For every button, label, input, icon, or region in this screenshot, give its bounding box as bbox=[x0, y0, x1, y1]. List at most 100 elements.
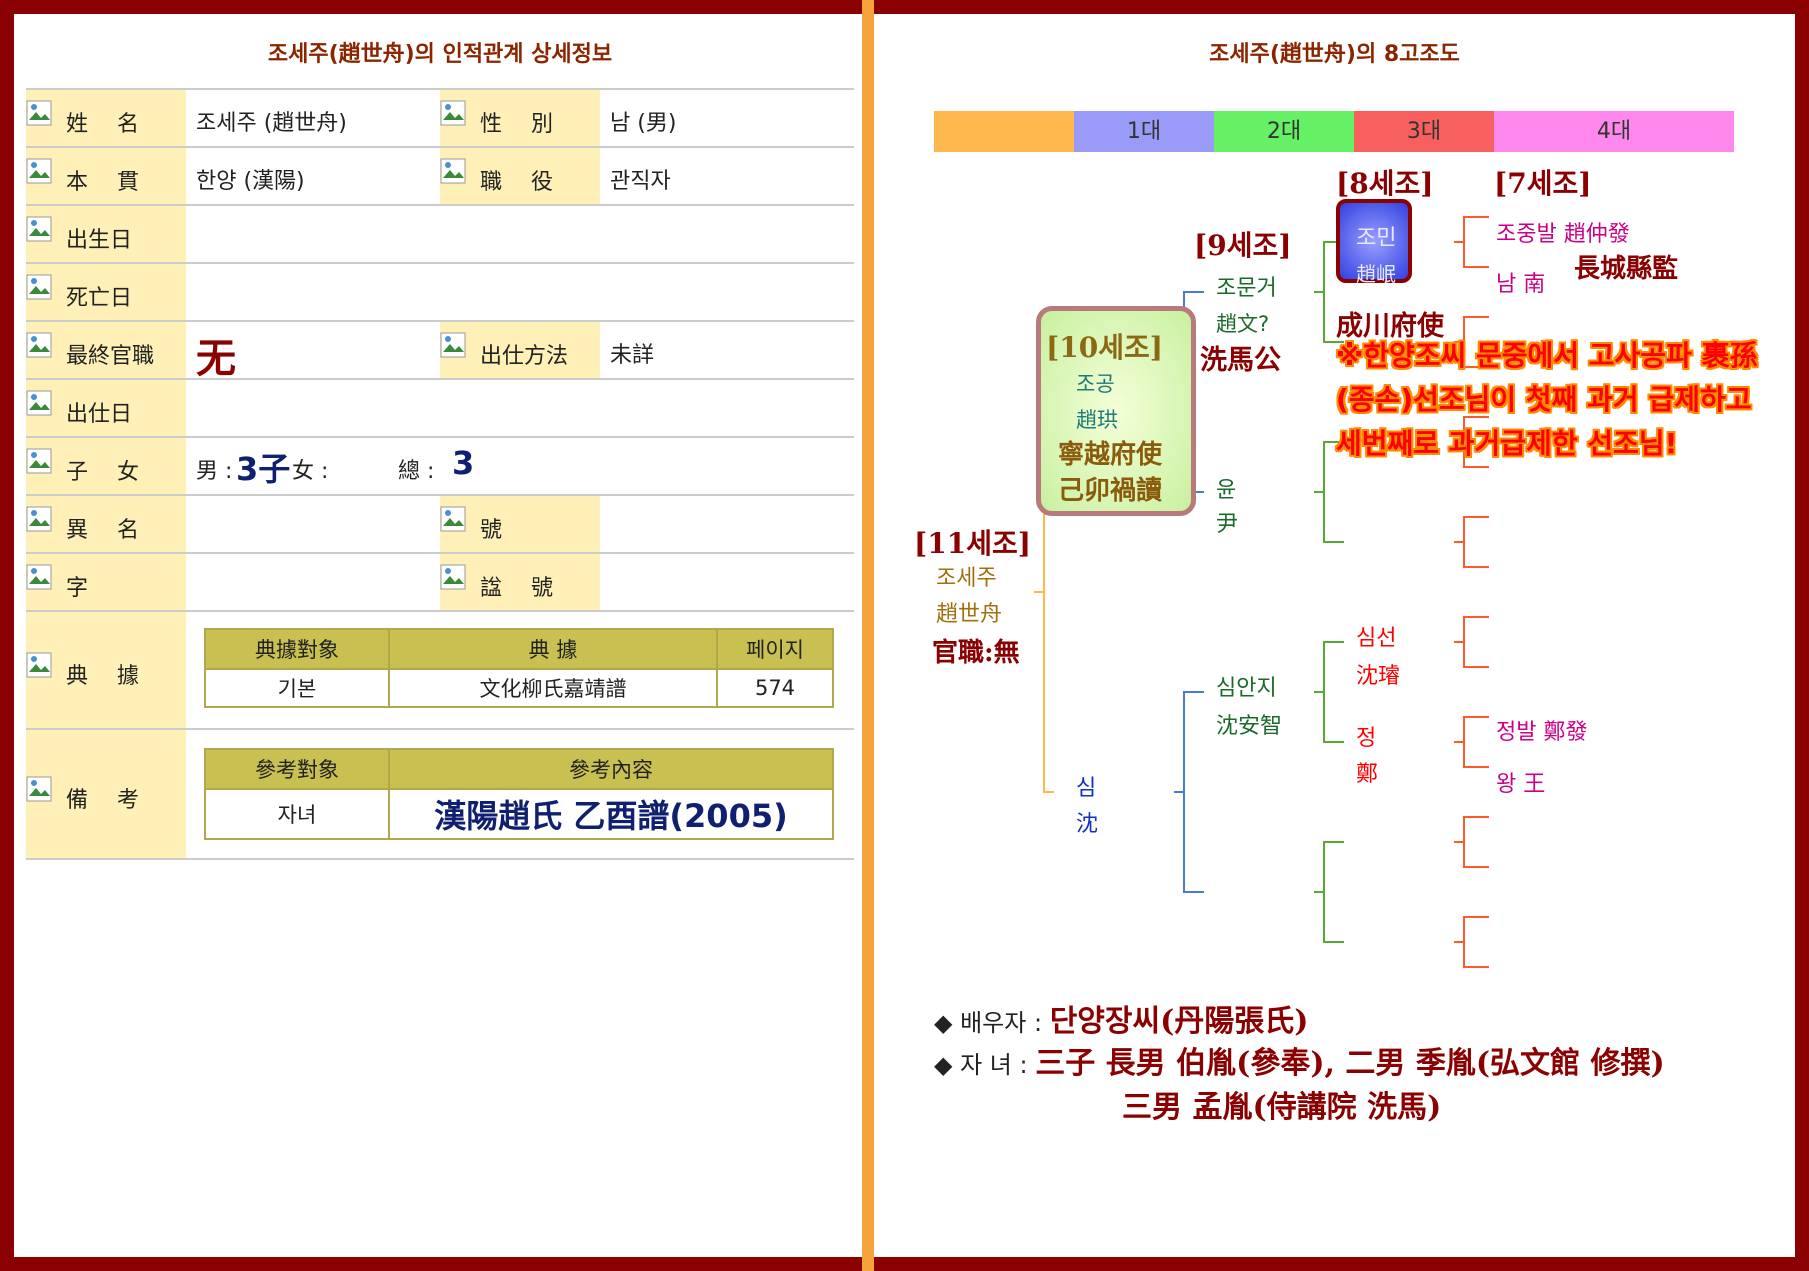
ggg-mother-name: 남 南 bbox=[1496, 272, 1546, 297]
father-name-korean: 조공 bbox=[1076, 372, 1115, 396]
table-row: 자녀 漢陽趙氏 乙酉譜(2005) bbox=[204, 788, 834, 840]
grandfather-hanja: 趙文? bbox=[1216, 312, 1270, 336]
pedigree-panel: 조세주(趙世舟)의 8고조도 1대 2대 3대 4대 [11세조] [10세조]… bbox=[874, 14, 1795, 1257]
ref-cell-content: 漢陽趙氏 乙酉譜(2005) bbox=[388, 788, 834, 840]
children-line-2: 三男 孟胤(侍講院 洗馬) bbox=[1122, 1090, 1442, 1125]
detail-title: 조세주(趙世舟)의 인적관계 상세정보 bbox=[267, 42, 613, 67]
broken-image-icon bbox=[26, 506, 56, 536]
broken-image-icon bbox=[26, 274, 56, 304]
source-table: 典據對象 典 據 페이지 기본 文化柳氏嘉靖譜 574 bbox=[204, 628, 834, 708]
self-name-hanja: 趙世舟 bbox=[936, 602, 1003, 627]
label-death: 死亡日 bbox=[66, 286, 133, 311]
father-note: 己卯禍讀 bbox=[1058, 476, 1163, 506]
m-ggg-father-name: 정발 鄭發 bbox=[1496, 720, 1588, 745]
row-final-office: 最終官職 无 出仕方法 未詳 bbox=[26, 320, 854, 382]
row-office-date: 出仕日 bbox=[26, 378, 854, 436]
broken-image-icon bbox=[26, 564, 56, 594]
total-value: 3 bbox=[452, 444, 475, 482]
pedigree-title: 조세주(趙世舟)의 8고조도 bbox=[1209, 42, 1460, 67]
diamond-icon: ◆ bbox=[934, 1051, 961, 1079]
ggg-father-name: 조중발 趙仲發 bbox=[1496, 222, 1630, 247]
gen-bar-2: 2대 bbox=[1214, 111, 1354, 152]
label-name: 姓 名 bbox=[66, 112, 139, 137]
value-role: 관직자 bbox=[610, 169, 671, 194]
self-office: 官職:無 bbox=[932, 638, 1020, 668]
label-ho: 號 bbox=[480, 518, 503, 543]
broken-image-icon bbox=[26, 158, 56, 188]
gen-label-8: [8세조] bbox=[1336, 167, 1434, 200]
callout-note: ※한양조씨 문중에서 고사공파 裹孫(종손)선조님이 첫째 과거 급제하고 세번… bbox=[1336, 339, 1758, 460]
gen-label-10: [10세조] bbox=[1046, 331, 1163, 364]
ggg-father-office: 長城縣監 bbox=[1574, 254, 1679, 284]
grandmother-korean: 윤 bbox=[1216, 478, 1237, 503]
maternal-great-grandfather-korean: 심선 bbox=[1356, 626, 1397, 651]
value-origin: 한양 (漢陽) bbox=[196, 169, 305, 194]
row-alias: 異 名 號 bbox=[26, 494, 854, 552]
tree-lines bbox=[1034, 216, 1489, 968]
source-col-page: 페이지 bbox=[716, 628, 834, 670]
label-origin: 本 貫 bbox=[66, 170, 139, 195]
grandmother-hanja: 尹 bbox=[1216, 512, 1239, 537]
label-birth: 出生日 bbox=[66, 228, 133, 253]
label-method: 出仕方法 bbox=[480, 344, 569, 369]
label-office-date: 出仕日 bbox=[66, 402, 133, 427]
maternal-great-grandfather-hanja: 沈璿 bbox=[1356, 664, 1401, 689]
source-cell-page: 574 bbox=[716, 668, 834, 708]
gen-bar-self bbox=[934, 111, 1074, 152]
broken-image-icon bbox=[26, 332, 56, 362]
gen-label-11: [11세조] bbox=[914, 527, 1031, 560]
broken-image-icon bbox=[26, 776, 56, 806]
gen-label-9: [9세조] bbox=[1194, 229, 1292, 262]
maternal-grandfather-korean: 심안지 bbox=[1216, 676, 1277, 701]
broken-image-icon bbox=[26, 652, 56, 682]
gen-label-7: [7세조] bbox=[1494, 167, 1592, 200]
gen-bar-1: 1대 bbox=[1074, 111, 1214, 152]
label-posthumous: 諡 號 bbox=[480, 576, 553, 601]
broken-image-icon bbox=[26, 390, 56, 420]
broken-image-icon bbox=[26, 448, 56, 478]
father-box bbox=[1036, 306, 1196, 516]
broken-image-icon bbox=[440, 158, 470, 188]
label-final-office: 最終官職 bbox=[66, 344, 155, 369]
broken-image-icon bbox=[26, 216, 56, 246]
label-gender: 性 別 bbox=[480, 112, 553, 137]
broken-image-icon bbox=[26, 100, 56, 130]
label-courtesy: 字 bbox=[66, 576, 89, 601]
m-ggg-mother-name: 왕 王 bbox=[1496, 772, 1546, 797]
value-final-office: 无 bbox=[196, 336, 236, 382]
label-children: 子 女 bbox=[66, 460, 139, 485]
gen-bar-4: 4대 bbox=[1494, 111, 1734, 152]
broken-image-icon bbox=[440, 564, 470, 594]
total-label: 總 : bbox=[398, 459, 435, 484]
reference-table: 參考對象 參考內容 자녀 漢陽趙氏 乙酉譜(2005) bbox=[204, 748, 834, 840]
value-name: 조세주 (趙世舟) bbox=[196, 111, 347, 136]
gen-bar-3: 3대 bbox=[1354, 111, 1494, 152]
row-birth: 出生日 bbox=[26, 204, 854, 262]
father-office: 寧越府使 bbox=[1058, 440, 1163, 470]
row-source: 典 據 典據對象 典 據 페이지 기본 文化柳氏嘉靖譜 574 bbox=[26, 610, 854, 728]
daughters-label: 女 : bbox=[292, 459, 329, 484]
grandfather-office: 洗馬公 bbox=[1200, 345, 1281, 376]
source-cell-source: 文化柳氏嘉靖譜 bbox=[388, 668, 718, 708]
children-line: ◆ 자 녀 : 三子 長男 伯胤(參奉), 二男 季胤(弘文館 修撰) bbox=[934, 1046, 1665, 1081]
grandfather-korean: 조문거 bbox=[1216, 276, 1277, 301]
maternal-great-grandmother-hanja: 鄭 bbox=[1356, 762, 1379, 787]
sons-label: 男 : bbox=[196, 459, 233, 484]
ref-cell-target: 자녀 bbox=[204, 788, 390, 840]
ancestor-box bbox=[1336, 199, 1412, 283]
value-method: 未詳 bbox=[610, 343, 655, 368]
great-grandfather-office: 成川府使 bbox=[1336, 311, 1444, 342]
self-name-korean: 조세주 bbox=[936, 566, 997, 591]
source-cell-target: 기본 bbox=[204, 668, 390, 708]
spouse-line: ◆ 배우자 : 단양장씨(丹陽張氏) bbox=[934, 1004, 1309, 1039]
source-col-target: 典據對象 bbox=[204, 628, 390, 670]
maternal-grandfather-hanja: 沈安智 bbox=[1216, 714, 1283, 739]
row-courtesy: 字 諡 號 bbox=[26, 552, 854, 610]
panel-divider bbox=[862, 0, 874, 1271]
great-grandfather-hanja: 趙岷 bbox=[1356, 262, 1396, 286]
sons-value: 3子 bbox=[236, 450, 291, 488]
row-name: 姓 名 조세주 (趙世舟) 性 別 남 (男) bbox=[26, 88, 854, 146]
row-remarks: 備 考 參考對象 參考內容 자녀 漢陽趙氏 乙酉譜(2005) bbox=[26, 728, 854, 860]
label-source: 典 據 bbox=[66, 664, 139, 689]
source-col-source: 典 據 bbox=[388, 628, 718, 670]
